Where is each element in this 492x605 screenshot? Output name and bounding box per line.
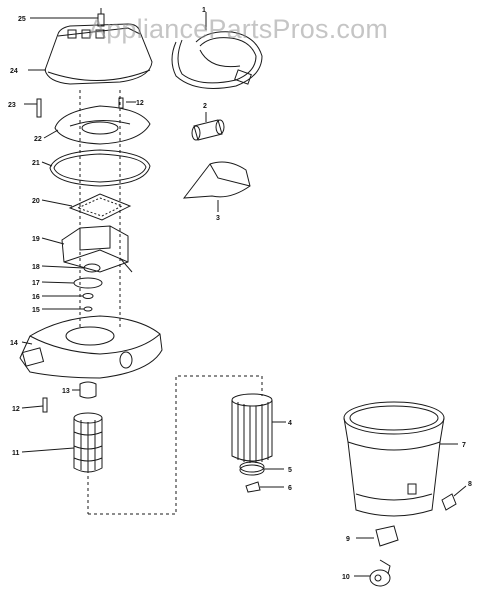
callout-9: 9 (346, 536, 350, 543)
part-washer (83, 306, 93, 312)
callout-15: 15 (32, 307, 40, 314)
part-switch (97, 8, 105, 27)
part-caster (354, 559, 391, 587)
callout-11: 11 (12, 450, 20, 457)
part-clip (245, 481, 284, 493)
part-lid (19, 315, 163, 379)
callout-1: 1 (202, 7, 206, 14)
callout-25: 25 (18, 16, 26, 23)
part-crevice-tool (182, 161, 251, 212)
callout-19: 19 (32, 236, 40, 243)
callout-8: 8 (468, 481, 472, 488)
leader-lines (21, 17, 136, 453)
part-screw-23 (36, 98, 42, 118)
part-float-cap (79, 381, 97, 399)
part-drum (343, 401, 458, 517)
callout-16: 16 (32, 294, 40, 301)
callout-10: 10 (342, 574, 350, 581)
part-drain-plug (441, 485, 467, 511)
part-filter-gasket (68, 193, 132, 221)
part-adapter (191, 112, 225, 141)
callout-6: 6 (288, 485, 292, 492)
part-lid-plate (54, 105, 151, 145)
callout-14: 14 (10, 340, 18, 347)
callout-22: 22 (34, 136, 42, 143)
part-nut (82, 293, 94, 299)
callout-18: 18 (32, 264, 40, 271)
callout-20: 20 (32, 198, 40, 205)
part-hose (171, 12, 263, 89)
callout-5: 5 (288, 467, 292, 474)
callout-13: 13 (62, 388, 70, 395)
callout-24: 24 (10, 68, 18, 75)
assembly-lines (79, 90, 263, 515)
callout-7: 7 (462, 442, 466, 449)
callout-23: 23 (8, 102, 16, 109)
site-watermark: AppliancePartsPros.com (88, 14, 389, 44)
callout-12-bottom: 12 (12, 406, 20, 413)
callout-17: 17 (32, 280, 40, 287)
callout-labels: 1 2 3 4 5 6 7 8 9 10 11 12 12 13 14 15 1… (8, 7, 472, 581)
part-float-cage (73, 412, 103, 473)
callout-2: 2 (203, 103, 207, 110)
callout-4: 4 (288, 420, 292, 427)
part-motor-housing (44, 23, 153, 85)
part-motor (61, 225, 133, 273)
part-caster-housing (356, 525, 399, 547)
part-filter-cap (239, 461, 284, 476)
callout-21: 21 (32, 160, 40, 167)
part-screw-12-bottom (42, 397, 48, 413)
callout-12-top: 12 (136, 100, 144, 107)
callout-3: 3 (216, 215, 220, 222)
part-gasket-ring (49, 149, 151, 187)
part-disc (73, 277, 103, 289)
part-cartridge-filter (231, 393, 286, 463)
